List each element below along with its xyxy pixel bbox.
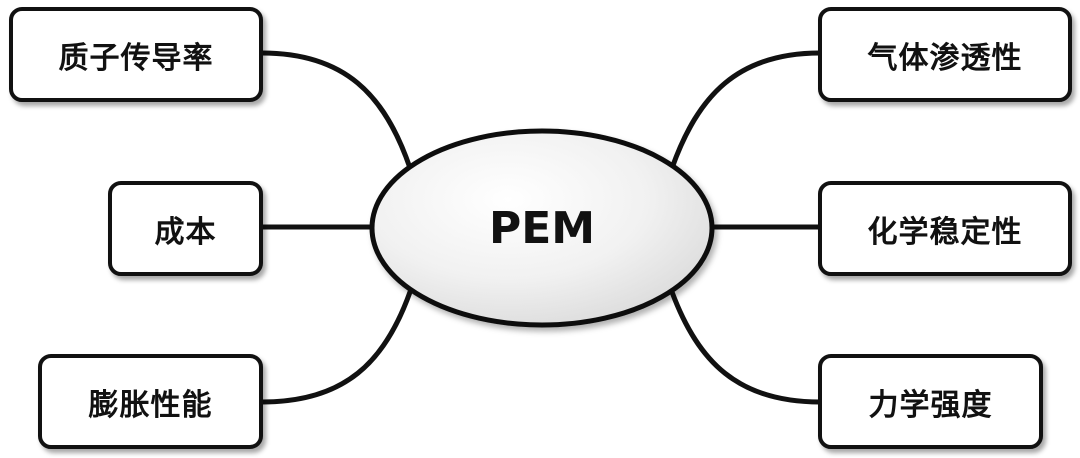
center-ellipse [369, 128, 715, 328]
connector-mechanical-strength [669, 289, 823, 405]
connector-swelling [259, 289, 413, 405]
node-proton-conductivity: 质子传导率 [9, 7, 263, 102]
node-swelling: 膨胀性能 [38, 354, 263, 449]
center-label: PEM [488, 202, 596, 254]
node-mechanical-strength: 力学强度 [818, 354, 1043, 449]
node-gas-permeability: 气体渗透性 [818, 7, 1072, 102]
connector-proton-conductivity [259, 50, 413, 171]
node-chemical-stability: 化学稳定性 [818, 181, 1072, 276]
node-cost: 成本 [108, 181, 263, 276]
connector-gas-permeability [669, 50, 823, 171]
